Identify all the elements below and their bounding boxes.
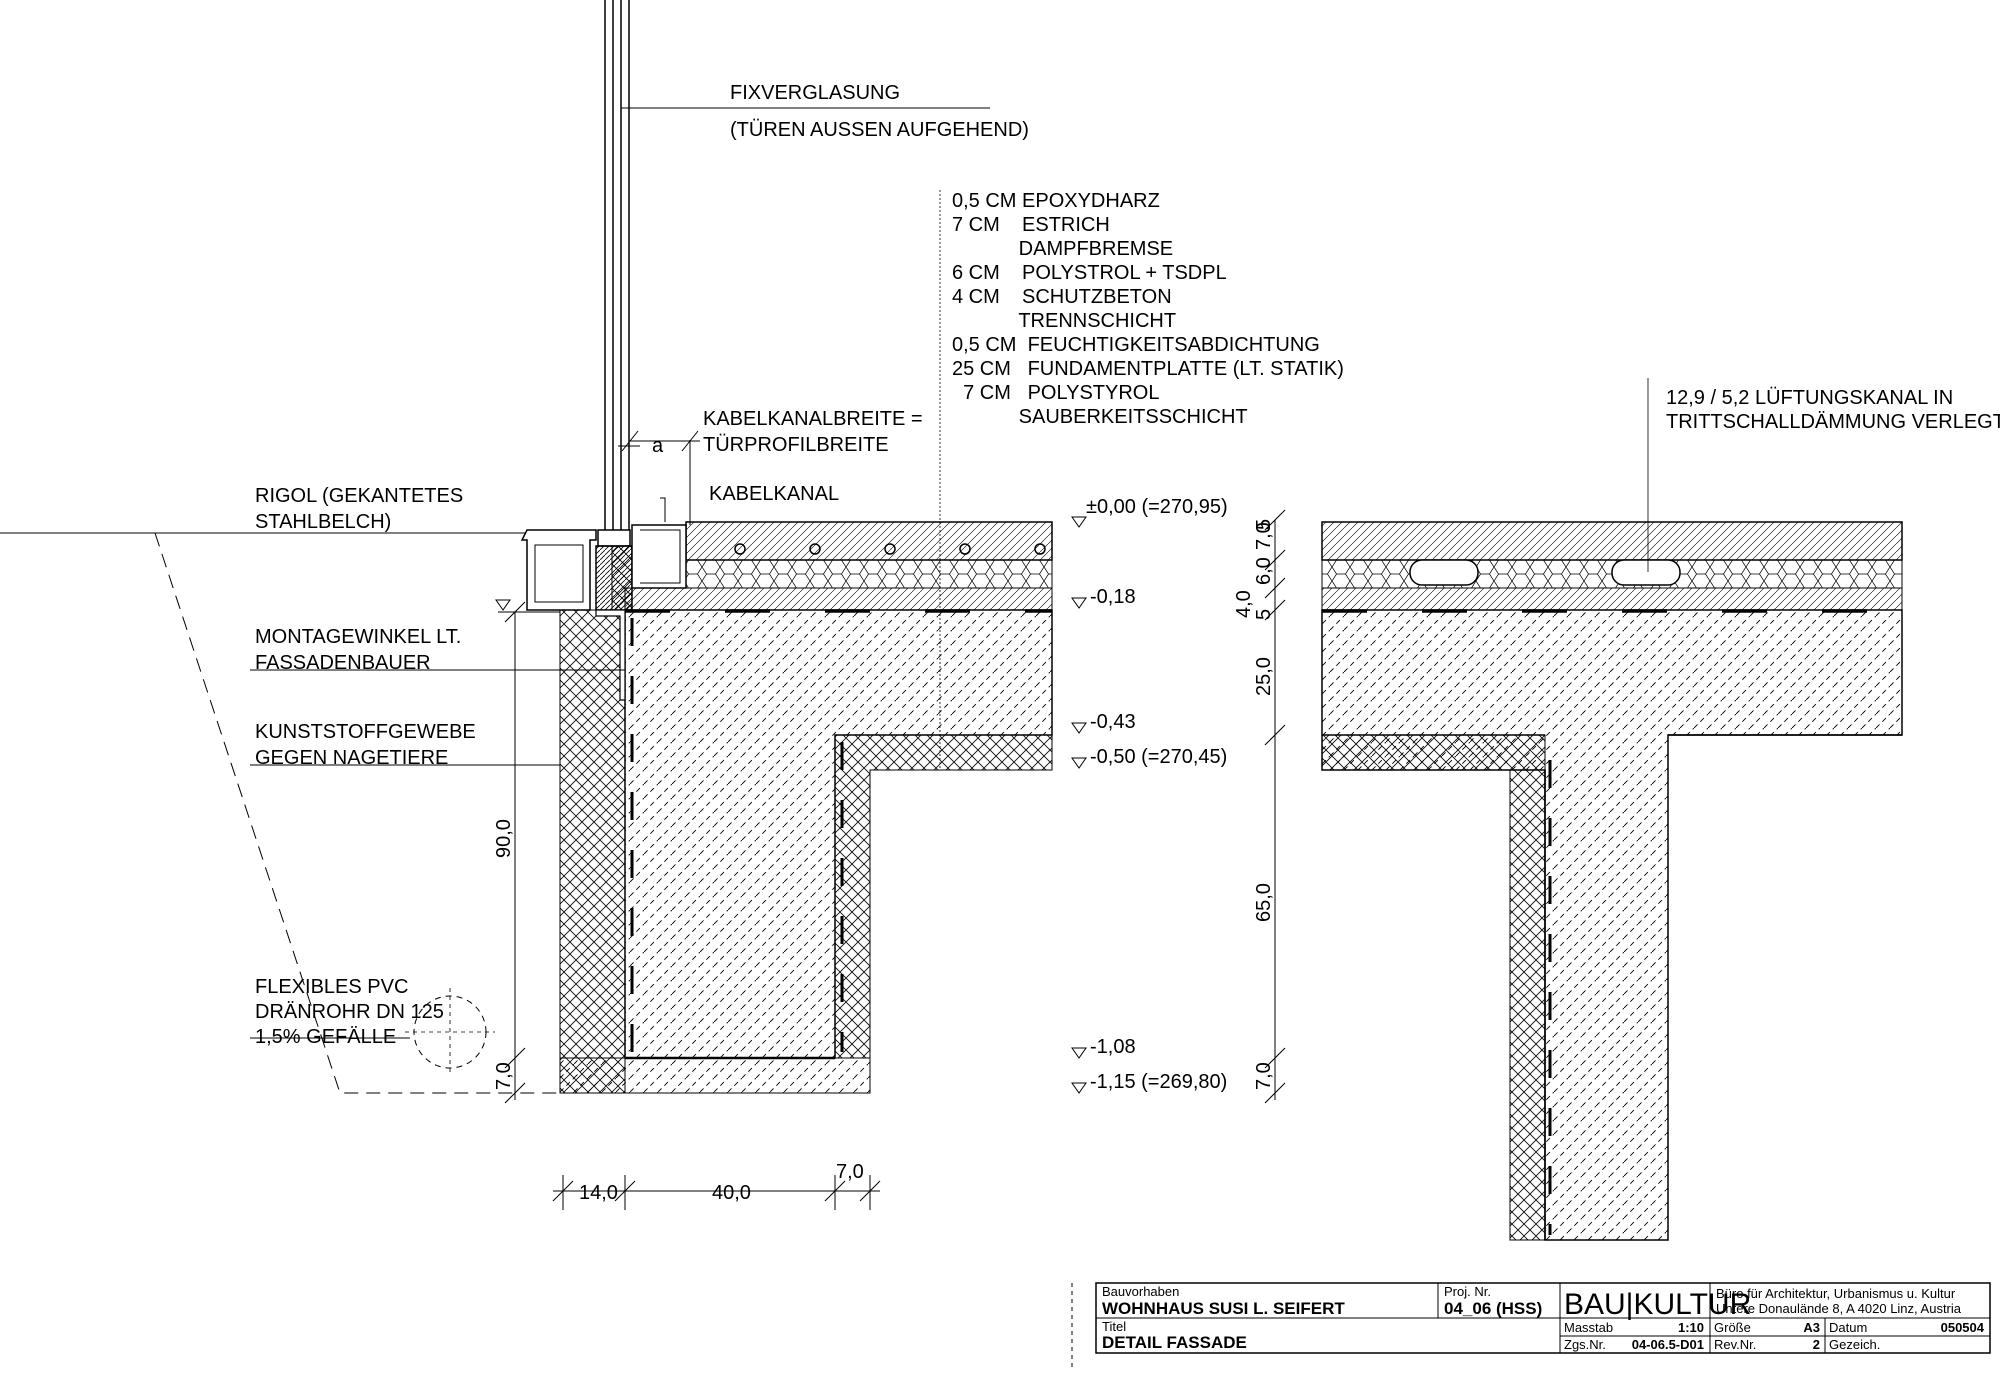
insulation-right xyxy=(1321,734,1546,1241)
level-043: -0,43 xyxy=(1090,711,1136,733)
label-rigol-1: RIGOL (GEKANTETES xyxy=(255,485,463,507)
insulation-layer-left xyxy=(685,559,1053,589)
right-section xyxy=(1321,521,1903,1241)
tb-zgs: 04-06.5-D01 xyxy=(1632,1337,1704,1352)
layer-item: 0,5 CM EPOXYDHARZ xyxy=(952,190,1160,212)
tb-gezeich-label: Gezeich. xyxy=(1829,1337,1880,1352)
lower-insulation xyxy=(834,734,1053,1059)
label-pvc-1: FLEXIBLES PVC xyxy=(255,976,408,998)
dim-900: 90,0 xyxy=(493,819,515,858)
layer-item: DAMPFBREMSE xyxy=(952,238,1173,260)
excavation-line xyxy=(154,532,560,1094)
tb-office-1: Büro für Architektur, Urbanismus u. Kult… xyxy=(1716,1286,1956,1301)
ventilation-duct-2 xyxy=(1611,559,1681,586)
cable-channel xyxy=(631,524,687,589)
dim-400: 40,0 xyxy=(712,1182,751,1204)
tb-datum-label: Datum xyxy=(1829,1320,1867,1335)
layer-list: 0,5 CM EPOXYDHARZ 7 CM ESTRICH DAMPFBREM… xyxy=(952,190,1344,428)
dim-250: 25,0 xyxy=(1253,657,1275,696)
fixed-glazing xyxy=(604,0,630,532)
rigol-channel xyxy=(520,529,597,611)
leader-lines xyxy=(250,107,1649,1039)
tb-titel-label: Titel xyxy=(1102,1319,1126,1334)
label-tueren: (TÜREN AUSSEN AUFGEHEND) xyxy=(730,119,1029,141)
mounting-bracket xyxy=(595,609,626,701)
foundation-concrete-right xyxy=(1321,609,1903,1241)
label-kabelkanal: KABELKANAL xyxy=(709,483,839,505)
tb-titel: DETAIL FASSADE xyxy=(1102,1333,1247,1352)
door-frame xyxy=(597,529,631,547)
layer-item: TRENNSCHICHT xyxy=(952,310,1176,332)
heating-pipes xyxy=(734,543,1046,555)
dim-70-bottom: 7,0 xyxy=(836,1161,864,1183)
layer-item: 7 CM POLYSTYROL xyxy=(952,382,1159,404)
dim-60: 6,0 xyxy=(1253,557,1275,585)
ventilation-duct-1 xyxy=(1409,559,1479,586)
lean-concrete xyxy=(559,1057,871,1094)
tb-projnr: 04_06 (HSS) xyxy=(1444,1299,1542,1318)
label-rigol-2: STAHLBELCH) xyxy=(255,511,391,533)
tb-bauvorhaben-label: Bauvorhaben xyxy=(1102,1284,1179,1299)
tb-bauvorhaben: WOHNHAUS SUSI L. SEIFERT xyxy=(1102,1299,1345,1318)
tb-masstab: 1:10 xyxy=(1678,1320,1704,1335)
level-markers xyxy=(495,516,1087,1094)
label-kunst-1: KUNSTSTOFFGEWEBE xyxy=(255,721,476,743)
dim-140: 14,0 xyxy=(579,1182,618,1204)
protective-concrete-left xyxy=(624,587,1053,611)
level-018: -0,18 xyxy=(1090,586,1136,608)
label-kabelbreite-2: TÜRPROFILBREITE xyxy=(703,434,889,456)
tb-groesse-label: Größe xyxy=(1714,1320,1751,1335)
level-108: -1,08 xyxy=(1090,1036,1136,1058)
label-fixverglasung: FIXVERGLASUNG xyxy=(730,82,900,104)
tb-groesse: A3 xyxy=(1803,1320,1820,1335)
tb-rev-label: Rev.Nr. xyxy=(1714,1337,1756,1352)
layer-item: SAUBERKEITSSCHICHT xyxy=(952,406,1248,428)
dimension-lines xyxy=(498,430,1286,1210)
annotation-labels: FIXVERGLASUNG (TÜREN AUSSEN AUFGEHEND) K… xyxy=(255,82,2000,1204)
label-montage-2: FASSADENBAUER xyxy=(255,652,431,674)
dim-40: 4,0 xyxy=(1233,590,1255,618)
level-115: -1,15 (=269,80) xyxy=(1090,1071,1227,1093)
level-0: ±0,00 (=270,95) xyxy=(1086,496,1228,518)
title-block: Bauvorhaben WOHNHAUS SUSI L. SEIFERT Pro… xyxy=(1071,1282,1991,1368)
left-section xyxy=(0,0,1053,1094)
layer-item: 0,5 CM FEUCHTIGKEITSABDICHTUNG xyxy=(952,334,1320,356)
dim-5: 5 xyxy=(1253,519,1275,530)
dim-70-top: 7,0 xyxy=(1253,522,1275,550)
label-montage-1: MONTAGEWINKEL LT. xyxy=(255,626,461,648)
label-pvc-2: DRÄNROHR DN 125 xyxy=(255,1001,444,1023)
layer-item: 25 CM FUNDAMENTPLATTE (LT. STATIK) xyxy=(952,358,1344,380)
tb-projnr-label: Proj. Nr. xyxy=(1444,1284,1491,1299)
tb-datum: 050504 xyxy=(1941,1320,1985,1335)
label-lueft-2: TRITTSCHALLDÄMMUNG VERLEGT xyxy=(1666,411,2000,433)
tb-masstab-label: Masstab xyxy=(1564,1320,1613,1335)
dim-650: 65,0 xyxy=(1253,883,1275,922)
perimeter-insulation xyxy=(559,609,626,1094)
epoxy-screed-left xyxy=(685,521,1053,561)
tb-office-2: Untere Donaulände 8, A 4020 Linz, Austri… xyxy=(1716,1301,1962,1316)
label-kabelbreite-1: KABELKANALBREITE = xyxy=(703,408,923,430)
label-kunst-2: GEGEN NAGETIERE xyxy=(255,747,448,769)
label-lueft-1: 12,9 / 5,2 LÜFTUNGSKANAL IN xyxy=(1666,387,1953,409)
layer-item: 7 CM ESTRICH xyxy=(952,214,1110,236)
tb-rev: 2 xyxy=(1813,1337,1820,1352)
label-a: a xyxy=(652,435,664,457)
brand-logo: BAU|KULTUR xyxy=(1564,1288,1751,1321)
label-pvc-3: 1,5% GEFÄLLE xyxy=(255,1026,396,1048)
dim-70-left: 7,0 xyxy=(493,1062,515,1090)
dim-70-right: 7,0 xyxy=(1253,1062,1275,1090)
layer-item: 6 CM POLYSTROL + TSDPL xyxy=(952,262,1227,284)
tb-zgs-label: Zgs.Nr. xyxy=(1564,1337,1606,1352)
dim-5b: 5 xyxy=(1253,609,1275,620)
level-050: -0,50 (=270,45) xyxy=(1090,746,1227,768)
epoxy-screed-right xyxy=(1321,521,1903,561)
layer-item: 4 CM SCHUTZBETON xyxy=(952,286,1172,308)
